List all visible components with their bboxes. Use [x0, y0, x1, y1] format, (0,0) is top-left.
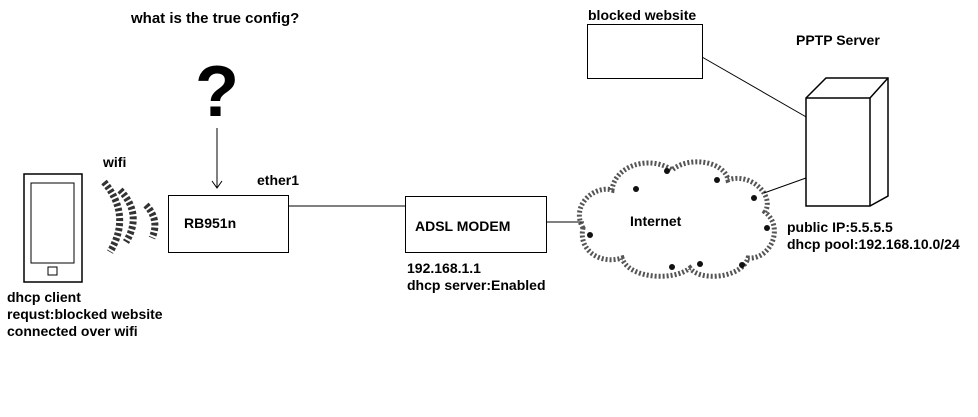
question-arrow	[211, 128, 223, 189]
server-icon	[805, 77, 889, 207]
pptp-dhcp-pool: dhcp pool:192.168.10.0/24	[787, 236, 960, 252]
client-line-1: dhcp client	[7, 289, 81, 305]
pptp-public-ip: public IP:5.5.5.5	[787, 219, 893, 235]
question-text: what is the true config?	[131, 10, 300, 27]
pptp-title: PPTP Server	[796, 32, 880, 48]
blocked-website-label: blocked website	[588, 7, 697, 23]
internet-cloud	[576, 159, 777, 279]
router-box: RB951n	[168, 195, 289, 253]
router-name: RB951n	[184, 215, 237, 231]
client-line-3: connected over wifi	[7, 323, 138, 339]
modem-ip: 192.168.1.1	[407, 260, 481, 276]
wifi-signal-icon	[101, 179, 159, 254]
modem-dhcp: dhcp server:Enabled	[407, 277, 546, 293]
modem-box: ADSL MODEM	[405, 196, 547, 253]
client-line-2: requst:blocked website	[7, 306, 163, 322]
blocked-website-box	[587, 24, 703, 79]
link-internet-server	[763, 177, 807, 194]
modem-name: ADSL MODEM	[415, 218, 511, 234]
internet-label: Internet	[630, 213, 682, 229]
pptp-info: public IP:5.5.5.5 dhcp pool:192.168.10.0…	[787, 219, 960, 253]
question-mark: ?	[195, 52, 239, 132]
wifi-label: wifi	[103, 154, 127, 170]
modem-info: 192.168.1.1 dhcp server:Enabled	[407, 260, 546, 294]
cloud-dots	[587, 168, 770, 270]
phone-icon	[23, 173, 83, 283]
client-info: dhcp client requst:blocked website conne…	[7, 289, 163, 340]
port-label: ether1	[257, 172, 300, 188]
link-website-server	[701, 56, 809, 119]
